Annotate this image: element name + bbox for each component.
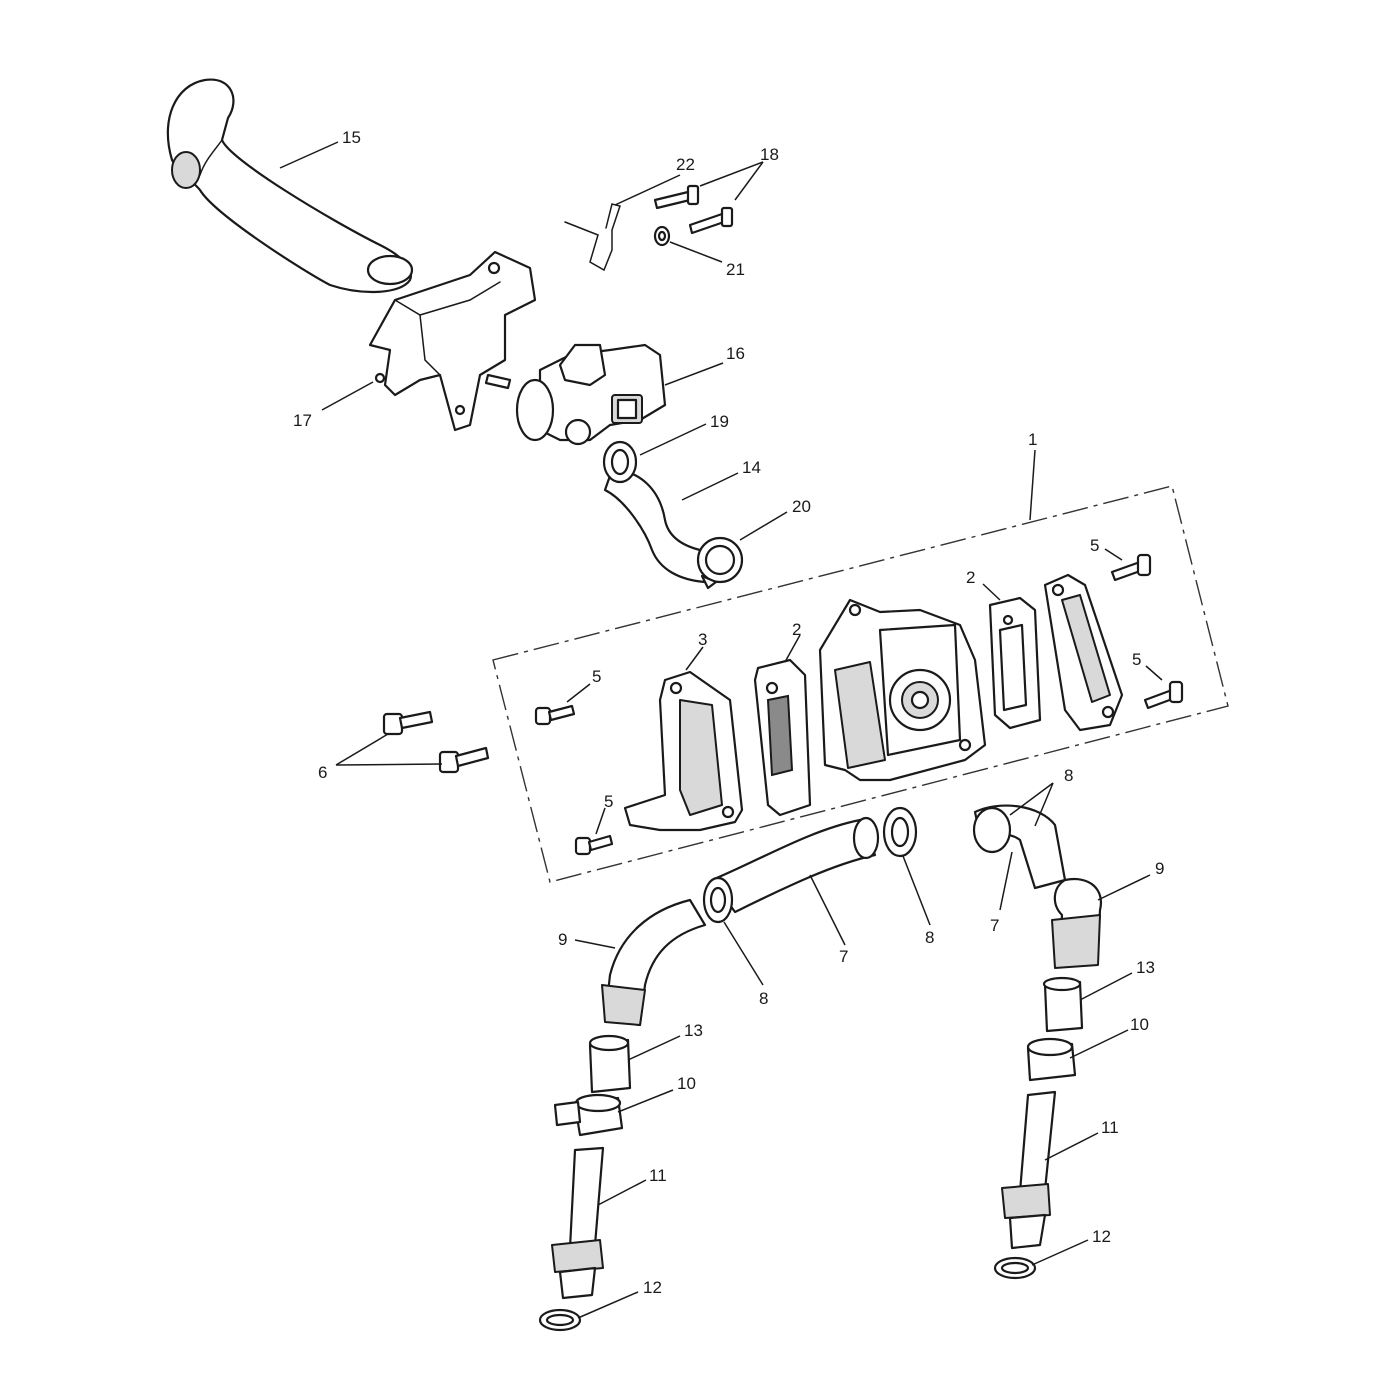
part-8-clip-lower [702, 876, 734, 924]
callout-labels: 15 17 22 18 21 16 19 14 20 1 5 2 2 3 5 5… [293, 128, 1164, 1297]
part-22-clip [564, 203, 621, 272]
part-2-gasket-right [988, 596, 1042, 730]
part-20-hose-clip [696, 536, 744, 590]
part-5-screw-right [1143, 680, 1184, 710]
callout-7-left: 7 [839, 947, 848, 966]
part-5-screw-left [534, 704, 576, 726]
part-11-fitting-left [551, 1146, 605, 1300]
callout-13-right: 13 [1136, 958, 1155, 977]
reed-plate [1043, 573, 1124, 732]
callout-2-right: 2 [966, 568, 975, 587]
callout-1: 1 [1028, 430, 1037, 449]
callout-11-right: 11 [1101, 1118, 1119, 1137]
part-17-bracket [368, 250, 537, 432]
part-5-screw-bottom [574, 834, 614, 856]
callout-18: 18 [760, 145, 779, 164]
part-12-washer-right [993, 1256, 1037, 1280]
part-18-bolts [653, 184, 734, 235]
callout-5-right: 5 [1132, 650, 1141, 669]
part-10-clamp-left [553, 1093, 624, 1137]
part-21-washer [653, 225, 671, 247]
callout-10-left: 10 [677, 1074, 696, 1093]
callout-12-left: 12 [643, 1278, 662, 1297]
part-3-cover [623, 670, 744, 832]
part-6-bolts [382, 710, 490, 774]
callout-19: 19 [710, 412, 729, 431]
kit-frame-part-1 [492, 485, 1229, 883]
part-7-hose-right [972, 804, 1067, 890]
part-9-elbow-right [1051, 877, 1103, 969]
callout-11-left: 11 [649, 1166, 667, 1185]
callout-8-middle: 8 [925, 928, 934, 947]
callout-8-top: 8 [1064, 766, 1073, 785]
part-12-washer-left [538, 1308, 582, 1332]
part-13-sleeve-left [588, 1034, 632, 1094]
part-19-hose-clip [602, 440, 638, 484]
part-16-valve [515, 343, 667, 446]
part-2-gasket-left [753, 658, 812, 817]
callout-7-right: 7 [990, 916, 999, 935]
callout-8-bottom: 8 [759, 989, 768, 1008]
part-15-air-hose [166, 78, 414, 293]
callout-5-top-right: 5 [1090, 536, 1099, 555]
callout-21: 21 [726, 260, 745, 279]
part-8-clip-upper [882, 806, 918, 858]
callout-16: 16 [726, 344, 745, 363]
part-9-elbow-left [601, 898, 707, 1027]
callout-12-right: 12 [1092, 1227, 1111, 1246]
callout-20: 20 [792, 497, 811, 516]
callout-3: 3 [698, 630, 707, 649]
callout-14: 14 [742, 458, 761, 477]
part-13-sleeve-right [1042, 976, 1084, 1033]
part-1-housing [818, 598, 987, 782]
callout-9-left: 9 [558, 930, 567, 949]
callout-5-bottom: 5 [604, 792, 613, 811]
callout-15: 15 [342, 128, 361, 147]
callout-5-left: 5 [592, 667, 601, 686]
callout-6: 6 [318, 763, 327, 782]
callout-10-right: 10 [1130, 1015, 1149, 1034]
callout-13-left: 13 [684, 1021, 703, 1040]
part-11-fitting-right [1001, 1090, 1057, 1250]
callout-17: 17 [293, 411, 312, 430]
part-10-clamp-right [1026, 1037, 1077, 1082]
part-5-screw-top-right [1110, 553, 1152, 582]
part-7-hose-left [710, 816, 880, 914]
callout-22: 22 [676, 155, 695, 174]
leader-lines [279, 141, 1163, 1319]
callout-2-left: 2 [792, 620, 801, 639]
callout-9-right: 9 [1155, 859, 1164, 878]
